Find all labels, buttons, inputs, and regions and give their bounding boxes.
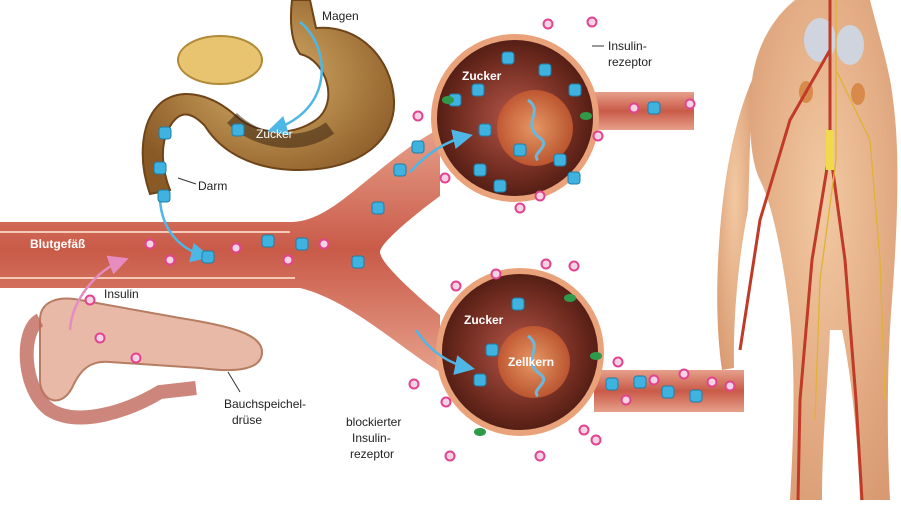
human-body-figure	[717, 0, 897, 500]
stomach-organ	[143, 0, 394, 194]
insulin-molecule-icon	[442, 398, 451, 407]
sugar-molecule-icon	[158, 190, 170, 202]
insulin-molecule-icon	[516, 204, 525, 213]
sugar-molecule-icon	[412, 141, 424, 153]
insulin-molecule-icon	[592, 436, 601, 445]
label-zucker-cell-top: Zucker	[462, 69, 502, 83]
label-bauchspeicheldruese-2: drüse	[232, 413, 262, 427]
label-insulinrezeptor-1: Insulin-	[608, 39, 647, 53]
sugar-molecule-icon	[479, 124, 491, 136]
sugar-molecule-icon	[502, 52, 514, 64]
insulin-receptor-icon	[474, 428, 486, 436]
label-zucker-stomach: Zucker	[256, 127, 293, 141]
insulin-molecule-icon	[594, 132, 603, 141]
label-blutgefaess: Blutgefäß	[30, 237, 85, 251]
sugar-molecule-icon	[494, 180, 506, 192]
sugar-molecule-icon	[690, 390, 702, 402]
label-magen: Magen	[322, 9, 359, 23]
sugar-molecule-icon	[634, 376, 646, 388]
insulin-molecule-icon	[446, 452, 455, 461]
insulin-molecule-icon	[580, 426, 589, 435]
sugar-molecule-icon	[539, 64, 551, 76]
insulin-molecule-icon	[146, 240, 155, 249]
label-insulinrezeptor-2: rezeptor	[608, 55, 652, 69]
sugar-molecule-icon	[296, 238, 308, 250]
label-zellkern: Zellkern	[508, 355, 554, 369]
insulin-molecule-icon	[132, 354, 141, 363]
food-icon	[178, 36, 262, 84]
insulin-molecule-icon	[650, 376, 659, 385]
label-darm: Darm	[198, 179, 227, 193]
insulin-receptor-icon	[442, 96, 454, 104]
insulin-molecule-icon	[536, 192, 545, 201]
sugar-molecule-icon	[568, 172, 580, 184]
insulin-molecule-icon	[96, 334, 105, 343]
insulin-molecule-icon	[570, 262, 579, 271]
sugar-molecule-icon	[512, 298, 524, 310]
label-blockierter-1: blockierter	[346, 415, 401, 429]
sugar-molecule-icon	[662, 386, 674, 398]
sugar-molecule-icon	[569, 84, 581, 96]
insulin-molecule-icon	[622, 396, 631, 405]
label-blockierter-2: Insulin-	[352, 431, 391, 445]
insulin-molecule-icon	[588, 18, 597, 27]
sugar-molecule-icon	[606, 378, 618, 390]
insulin-molecule-icon	[414, 112, 423, 121]
insulin-molecule-icon	[452, 282, 461, 291]
insulin-molecule-icon	[320, 240, 329, 249]
insulin-molecule-icon	[630, 104, 639, 113]
insulin-molecule-icon	[86, 296, 95, 305]
insulin-receptor-icon	[580, 112, 592, 120]
sugar-molecule-icon	[352, 256, 364, 268]
label-zucker-cell-bottom: Zucker	[464, 313, 504, 327]
insulin-molecule-icon	[410, 380, 419, 389]
insulin-receptor-icon	[564, 294, 576, 302]
insulin-molecule-icon	[441, 174, 450, 183]
insulin-molecule-icon	[166, 256, 175, 265]
insulin-molecule-icon	[492, 270, 501, 279]
sugar-molecule-icon	[159, 127, 171, 139]
label-bauchspeicheldruese-1: Bauchspeichel-	[224, 397, 306, 411]
insulin-molecule-icon	[614, 358, 623, 367]
sugar-molecule-icon	[472, 84, 484, 96]
insulin-molecule-icon	[680, 370, 689, 379]
sugar-molecule-icon	[486, 344, 498, 356]
sugar-molecule-icon	[232, 124, 244, 136]
sugar-molecule-icon	[372, 202, 384, 214]
insulin-molecule-icon	[542, 260, 551, 269]
sugar-molecule-icon	[514, 144, 526, 156]
label-blockierter-3: rezeptor	[350, 447, 394, 461]
sugar-molecule-icon	[474, 374, 486, 386]
insulin-receptor-icon	[590, 352, 602, 360]
insulin-molecule-icon	[726, 382, 735, 391]
sugar-molecule-icon	[648, 102, 660, 114]
insulin-molecule-icon	[284, 256, 293, 265]
sugar-molecule-icon	[262, 235, 274, 247]
sugar-molecule-icon	[554, 154, 566, 166]
insulin-molecule-icon	[544, 20, 553, 29]
sugar-molecule-icon	[394, 164, 406, 176]
insulin-molecule-icon	[232, 244, 241, 253]
label-insulin: Insulin	[104, 287, 139, 301]
insulin-molecule-icon	[686, 100, 695, 109]
cell-bottom	[436, 268, 604, 436]
sugar-molecule-icon	[474, 164, 486, 176]
insulin-molecule-icon	[708, 378, 717, 387]
sugar-molecule-icon	[202, 251, 214, 263]
insulin-molecule-icon	[536, 452, 545, 461]
sugar-molecule-icon	[154, 162, 166, 174]
